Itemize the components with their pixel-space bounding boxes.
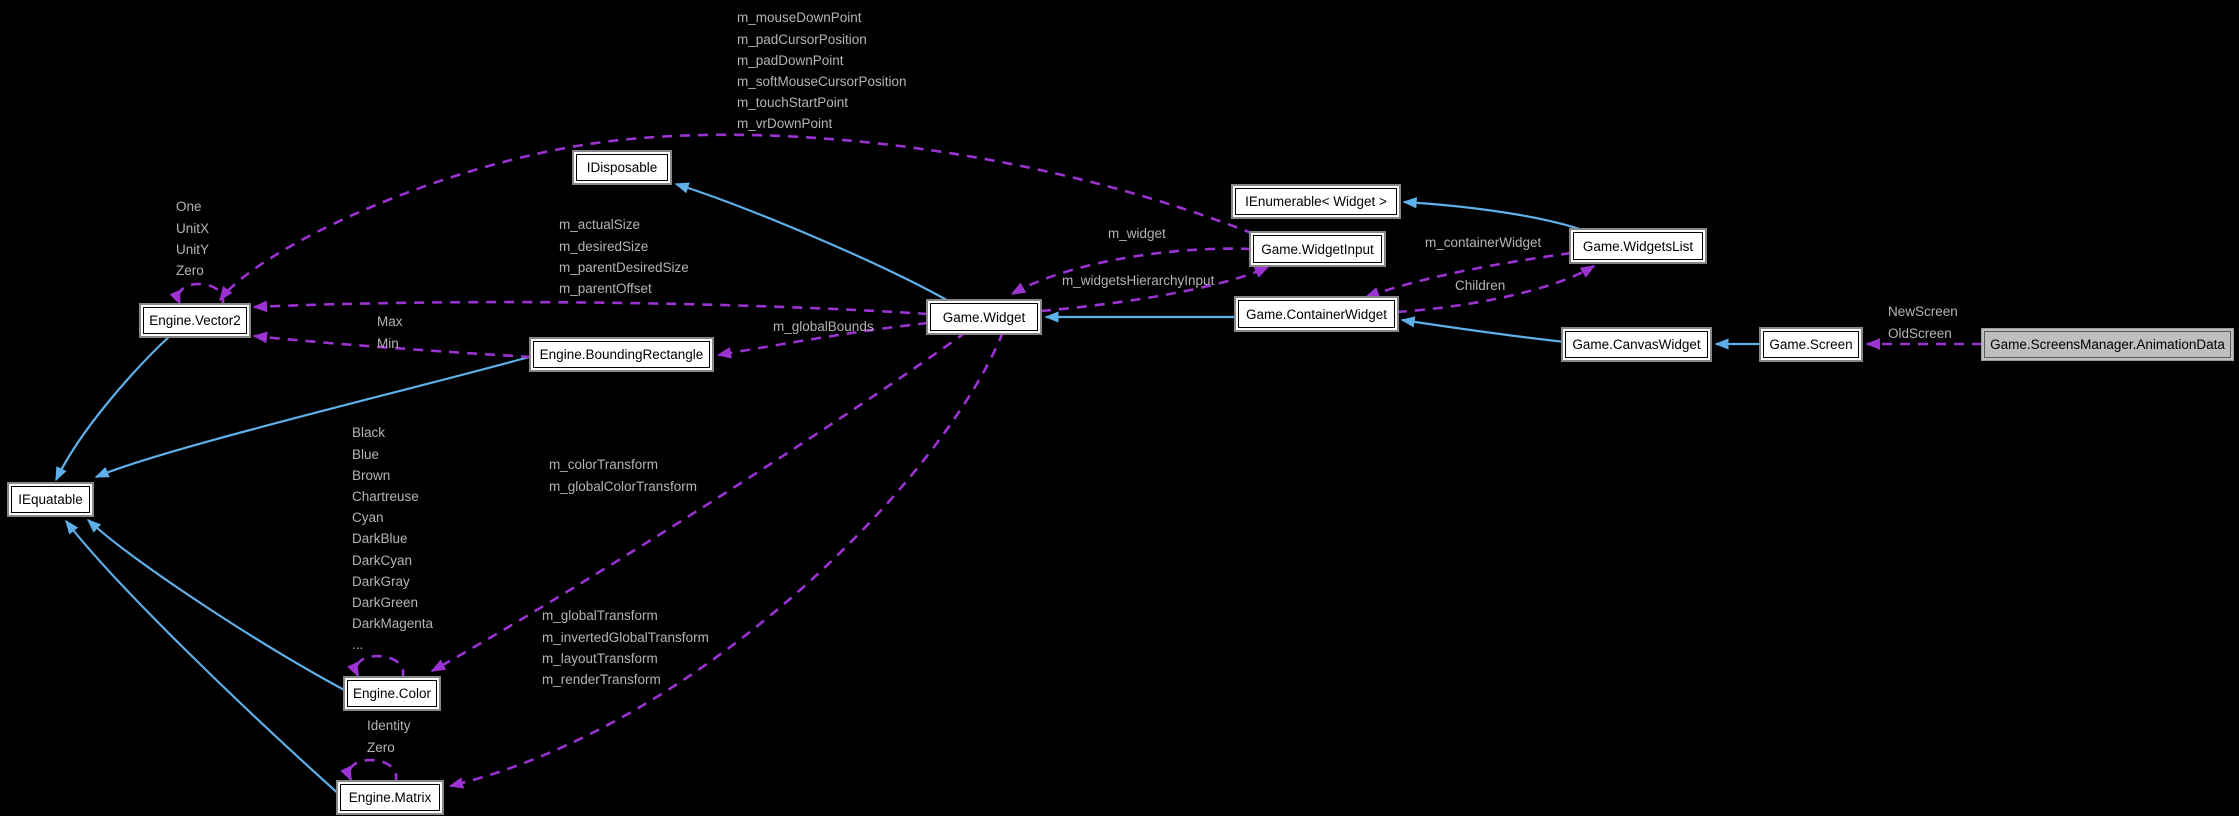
- edge-label-line: UnitX: [176, 220, 210, 236]
- edge-widgetslist-to-ienumerable: [1402, 197, 1589, 234]
- edge-boundingrectangle-to-vector2: [252, 331, 532, 359]
- edge-label-line: m_actualSize: [559, 217, 641, 233]
- edge-vector2-to-iequatable: [55, 333, 173, 482]
- edge-label-line: m_widgetsHierarchyInput: [1062, 273, 1215, 289]
- edge-label-widget-boundingrectangle-fields: m_globalBounds: [773, 316, 874, 337]
- node-engine-matrix[interactable]: Engine.Matrix: [340, 784, 440, 811]
- edge-label-line: Chartreuse: [352, 489, 419, 504]
- edge-label-line: Brown: [352, 467, 391, 483]
- edge-label-line: UnitY: [176, 241, 210, 257]
- edge-label-line: m_renderTransform: [542, 672, 661, 687]
- edge-label-line: m_padDownPoint: [737, 52, 844, 68]
- edge-label-widgetinput-widget-fields: m_widget: [1108, 223, 1166, 244]
- edge-label-widget-color-fields: m_colorTransform m_globalColorTransform: [549, 454, 697, 496]
- edge-boundingrectangle-to-iequatable: [94, 354, 534, 479]
- edge-widget-to-widgetinput: [1040, 265, 1270, 313]
- edge-matrix-self-loop: [340, 758, 398, 784]
- edge-widget-to-color: [430, 330, 967, 673]
- edge-label-line: NewScreen: [1888, 304, 1958, 320]
- edge-label-line: DarkGray: [352, 573, 410, 589]
- edge-label-line: Zero: [367, 739, 395, 755]
- edge-matrix-to-iequatable: [65, 519, 342, 797]
- edge-label-line: DarkCyan: [352, 552, 413, 568]
- edge-label-line: One: [176, 199, 202, 215]
- edge-label-line: m_softMouseCursorPosition: [737, 74, 907, 89]
- edge-label-line: m_colorTransform: [549, 457, 659, 473]
- node-ienumerable-widget[interactable]: IEnumerable< Widget >: [1235, 188, 1397, 215]
- node-iequatable[interactable]: IEquatable: [11, 486, 90, 513]
- edge-label-line: Black: [352, 425, 386, 441]
- edge-label-line: DarkGreen: [352, 595, 419, 611]
- edge-label-line: OldScreen: [1888, 325, 1952, 341]
- edge-label-line: Zero: [176, 263, 204, 278]
- edge-label-line: m_invertedGlobalTransform: [542, 629, 709, 645]
- edge-label-line: m_containerWidget: [1425, 235, 1542, 251]
- node-animationdata: Game.ScreensManager.AnimationData: [1984, 331, 2231, 358]
- edge-canvaswidget-to-containerwidget: [1400, 316, 1566, 344]
- edge-label-line: Blue: [352, 446, 380, 462]
- edge-label-widgetslist-containerwidget-fields: m_containerWidget: [1425, 232, 1541, 253]
- node-engine-boundingrectangle[interactable]: Engine.BoundingRectangle: [533, 341, 710, 368]
- edge-label-line: Cyan: [352, 510, 384, 526]
- edge-widget-to-idisposable: [674, 182, 953, 304]
- edge-label-widgetinput-vector2-fields: m_mouseDownPoint m_padCursorPosition m_pad…: [737, 7, 907, 134]
- edge-label-line: m_touchStartPoint: [737, 95, 849, 111]
- edge-label-widget-matrix-fields: m_globalTransform m_invertedGlobalTransfo…: [542, 605, 709, 690]
- node-idisposable[interactable]: IDisposable: [576, 154, 668, 181]
- edge-label-line: m_widget: [1108, 226, 1166, 242]
- edge-label-line: ...: [352, 637, 364, 653]
- edge-label-line: m_globalColorTransform: [549, 478, 698, 494]
- node-game-canvaswidget[interactable]: Game.CanvasWidget: [1565, 331, 1708, 358]
- edge-label-widget-vector2-fields: m_actualSize m_desiredSize m_parentDesired…: [559, 214, 689, 299]
- edge-label-line: m_vrDownPoint: [737, 116, 833, 132]
- edge-label-line: m_globalBounds: [773, 319, 874, 335]
- edge-label-widget-widgetinput-fields: m_widgetsHierarchyInput: [1062, 270, 1214, 291]
- edge-label-line: Max: [377, 314, 403, 330]
- edge-label-line: Identity: [367, 718, 411, 734]
- edge-widgetinput-to-vector2: [218, 133, 1255, 302]
- edge-widgetslist-to-containerwidget: [1364, 251, 1572, 299]
- edge-label-line: m_desiredSize: [559, 238, 649, 254]
- edge-label-line: DarkMagenta: [352, 616, 434, 632]
- node-game-screen[interactable]: Game.Screen: [1763, 331, 1859, 358]
- node-engine-color[interactable]: Engine.Color: [347, 680, 437, 707]
- edge-label-line: m_layoutTransform: [542, 650, 658, 666]
- edge-color-self-loop: [347, 654, 405, 680]
- edge-color-to-iequatable: [86, 519, 349, 693]
- edge-widget-to-vector2: [252, 300, 929, 316]
- node-game-widgetinput[interactable]: Game.WidgetInput: [1253, 235, 1382, 263]
- node-game-widget[interactable]: Game.Widget: [930, 303, 1038, 331]
- edge-label-line: Children: [1455, 278, 1506, 294]
- edge-widget-to-boundingrectangle: [716, 321, 929, 359]
- node-engine-vector2[interactable]: Engine.Vector2: [143, 307, 247, 334]
- edge-label-line: m_mouseDownPoint: [737, 10, 862, 26]
- edge-label-line: Min: [377, 335, 399, 351]
- edge-label-line: DarkBlue: [352, 531, 408, 547]
- edge-label-containerwidget-widgetslist-fields: Children: [1455, 275, 1505, 296]
- edge-widgetinput-to-widget: [1010, 247, 1252, 296]
- edge-containerwidget-to-widgetslist: [1396, 264, 1596, 314]
- edge-label-line: m_globalTransform: [542, 608, 658, 624]
- edge-vector2-self-loop: [169, 282, 225, 307]
- edge-label-line: m_parentDesiredSize: [559, 259, 689, 275]
- edge-label-line: m_padCursorPosition: [737, 31, 867, 47]
- node-game-containerwidget[interactable]: Game.ContainerWidget: [1238, 300, 1395, 328]
- edge-widget-to-matrix: [448, 331, 1005, 789]
- node-game-widgetslist[interactable]: Game.WidgetsList: [1573, 232, 1703, 260]
- edge-label-line: m_parentOffset: [559, 281, 652, 296]
